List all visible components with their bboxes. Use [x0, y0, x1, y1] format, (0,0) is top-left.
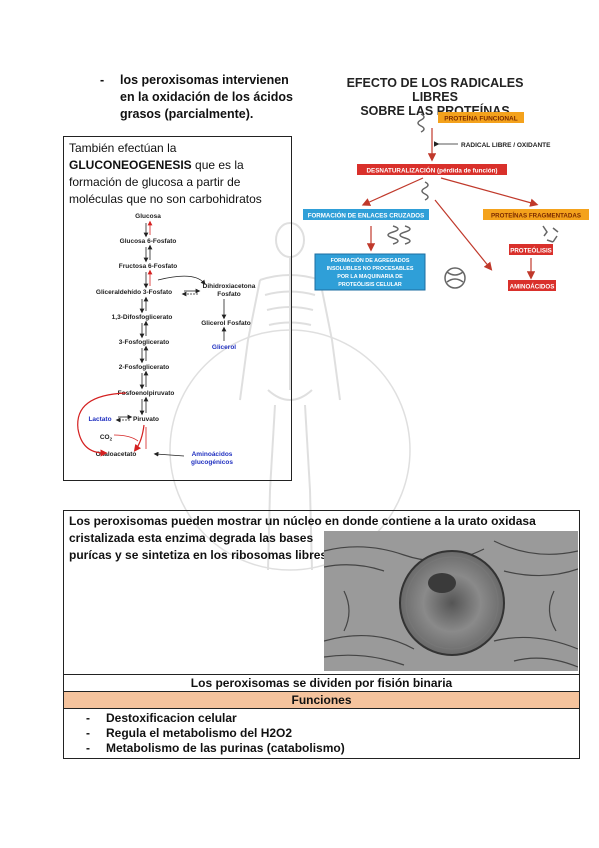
function-text: Metabolismo de las purinas (catabolismo) — [106, 741, 345, 755]
intro-plain: También efectúan la — [69, 141, 177, 155]
radicales-title-line1: EFECTO DE LOS RADICALES LIBRES — [346, 76, 524, 104]
intro-rest: que es la formación de glucosa a partir … — [69, 158, 262, 206]
funciones-list: - Destoxificacion celular - Regula el me… — [64, 709, 579, 758]
node-pep: Fosfoenolpiruvato — [118, 390, 175, 397]
node-glucosa: Glucosa — [135, 213, 161, 220]
radicales-diagram: PROTEÍNA FUNCIONAL RADICAL LIBRE / OXIDA… — [303, 112, 589, 291]
proteina-funcional-label: PROTEÍNA FUNCIONAL — [444, 114, 517, 123]
urato-line1: Los peroxisomas pueden mostrar un núcleo… — [69, 514, 536, 528]
node-dhap-2: Fosfato — [217, 291, 241, 298]
protein-squiggle-icon — [387, 113, 559, 289]
peroxisome-table: Los peroxisomas pueden mostrar un núcleo… — [63, 510, 580, 759]
node-glucogenicos: glucogénicos — [191, 459, 233, 466]
function-text: Regula el metabolismo del — [106, 726, 261, 740]
node-f6p: Fructosa 6-Fosfato — [119, 263, 178, 270]
node-g3p: Gliceraldehído 3-Fosfato — [96, 289, 172, 296]
radical-label: RADICAL LIBRE / OXIDANTE — [461, 142, 551, 149]
function-bold: H2O2 — [260, 726, 293, 740]
node-bpg: 1,3-Difosfoglicerato — [112, 314, 173, 321]
enlaces-box — [303, 209, 429, 220]
urato-text: Los peroxisomas pueden mostrar un núcleo… — [69, 513, 574, 564]
row-urato-oxidasa: Los peroxisomas pueden mostrar un núcleo… — [64, 511, 579, 675]
bullet-text: los peroxisomas intervienen en la oxidac… — [120, 73, 293, 121]
agregados-line4: PROTEÓLISIS CELULAR — [338, 280, 402, 288]
gluconeogenesis-pathway: Glucosa Glucosa 6-Fosfato Fructosa 6-Fos… — [77, 213, 256, 466]
aminoacidos-box — [508, 280, 556, 291]
agregados-line3: POR LA MAQUINARIA DE — [337, 274, 403, 280]
funciones-header: Funciones — [64, 692, 579, 709]
proteina-funcional-box — [438, 112, 524, 123]
node-lactato: Lactato — [88, 416, 111, 423]
row-fision: Los peroxisomas se dividen por fisión bi… — [64, 675, 579, 692]
fragmentadas-label: PROTEÍNAS FRAGMENTADAS — [491, 212, 581, 220]
skeleton-watermark — [169, 222, 411, 571]
function-dash: - — [86, 726, 90, 740]
peroxisome-micrograph — [324, 531, 578, 671]
proteolisis-label: PROTEÓLISIS — [510, 247, 552, 255]
top-bullet: - los peroxisomas intervienen en la oxid… — [100, 72, 300, 123]
proteolisis-box — [509, 244, 553, 255]
gluconeogenesis-box: También efectúan la GLUCONEOGENESIS que … — [63, 136, 292, 481]
desnaturalizacion-label: DESNATURALIZACIÓN (pérdida de función) — [366, 166, 497, 175]
agregados-line2: INSOLUBLES NO PROCESABLES — [327, 266, 414, 272]
node-3pg: 3-Fosfoglicerato — [119, 339, 170, 346]
node-g6p: Glucosa 6-Fosfato — [120, 238, 177, 245]
function-item: - Metabolismo de las purinas (catabolism… — [86, 741, 579, 756]
agregados-box — [314, 253, 426, 291]
urato-rest: cristalizada esta enzima degrada las bas… — [69, 531, 328, 562]
node-piruvato: Piruvato — [133, 416, 159, 423]
node-dhap: Dihidroxiacetona — [203, 283, 256, 290]
node-co2: CO2 — [100, 434, 113, 442]
node-2pg: 2-Fosfoglicerato — [119, 364, 170, 371]
bullet-dash: - — [100, 73, 105, 87]
node-glicerol-fosfato: Glicerol Fosfato — [201, 320, 251, 327]
desnaturalizacion-box — [357, 164, 507, 175]
aminoacidos-label: AMINOÁCIDOS — [510, 284, 555, 291]
fragmentadas-box — [483, 209, 589, 220]
enlaces-label: FORMACIÓN DE ENLACES CRUZADOS — [308, 212, 425, 220]
function-dash: - — [86, 741, 90, 755]
intro-bold: GLUCONEOGENESIS — [69, 158, 192, 172]
gluconeogenesis-text: También efectúan la GLUCONEOGENESIS que … — [69, 140, 289, 208]
function-item: - Destoxificacion celular — [86, 711, 579, 726]
node-glicerol: Glicerol — [212, 344, 236, 351]
function-text: Destoxificacion celular — [106, 711, 237, 725]
agregados-line1: FORMACIÓN DE AGREGADOS — [331, 256, 410, 264]
function-item: - Regula el metabolismo del H2O2 — [86, 726, 579, 741]
node-aminoacidos: Aminoácidos — [192, 451, 233, 458]
function-dash: - — [86, 711, 90, 725]
node-oxaloacetato: Oxaloacetato — [96, 451, 137, 458]
